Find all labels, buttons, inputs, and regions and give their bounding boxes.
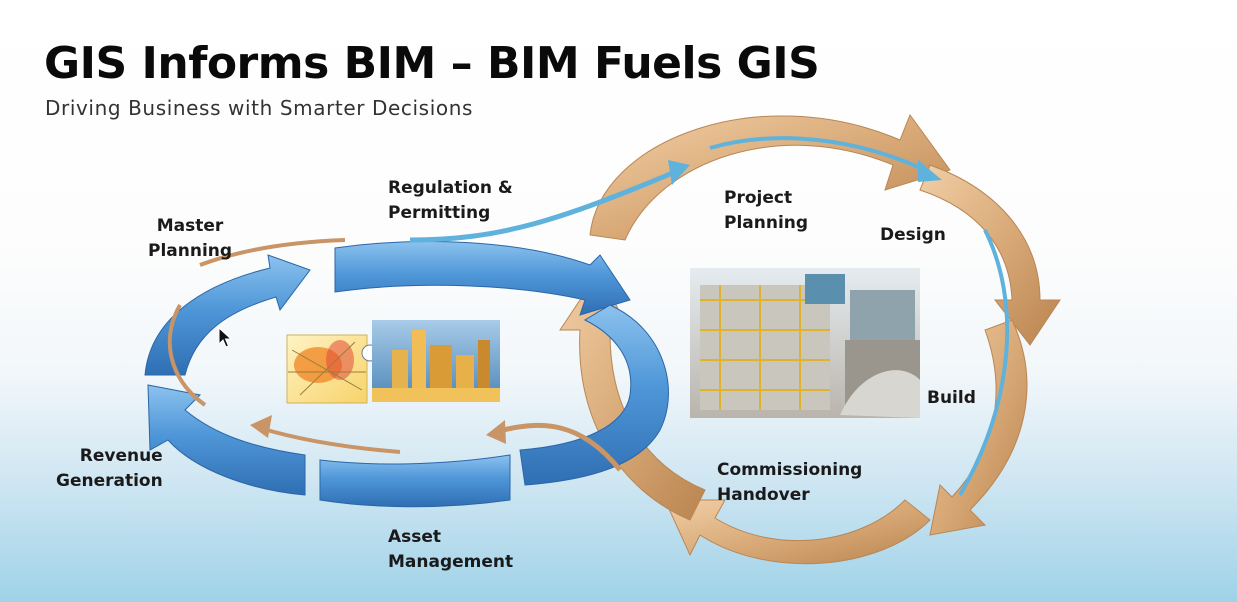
gis-inner-arrow-bottom [259,426,401,454]
bim-loop-flow-top [709,136,926,172]
stage-label-revenue-generation: Revenue Generation [56,446,163,491]
gis-ring-bottom-segment [319,454,511,508]
stage-label-design: Design [880,225,946,245]
gis-ring-upper-left-segment [144,254,311,376]
bim-loop-arrow-lower-right [929,319,1028,536]
connector-arrow-to-bim [409,169,676,243]
gis-bim-connector-arrows [409,136,1010,497]
gis-map-and-city-model-image [286,320,500,404]
gis-ring-lower-left-segment [147,384,306,496]
gis-ring-top-segment [334,240,631,316]
gis-inner-arrowhead-bottom [250,415,272,438]
gis-ring-right-segment [519,304,669,486]
connector-arrowhead-to-bim [668,160,690,185]
gis-inner-arrow-left [167,304,207,407]
mouse-pointer-icon [218,327,233,348]
stage-label-commissioning-handover: Commissioning Handover [717,460,863,505]
stage-label-asset-management: Asset Management [388,527,514,572]
bim-loop-flow-right [958,229,1010,497]
stage-label-regulation-permitting: Regulation & Permitting [388,178,513,223]
bim-loop-arrow-bottom [664,499,931,565]
gis-inner-arrow-right [494,422,622,472]
stage-label-build: Build [927,388,976,408]
page-title: GIS Informs BIM – BIM Fuels GIS [44,38,820,89]
stage-label-master-planning: Master Planning [148,216,233,261]
page-subtitle: Driving Business with Smarter Decisions [45,96,473,120]
bim-loop-flowhead-top [918,160,942,182]
bim-loop-arrow-right [919,164,1061,346]
gis-inner-arrowhead-right [486,420,506,444]
gis-cycle-loop [144,238,669,508]
construction-site-photo [690,268,920,418]
stage-label-project-planning: Project Planning [724,188,809,233]
gis-inner-arrow-top [199,238,346,267]
